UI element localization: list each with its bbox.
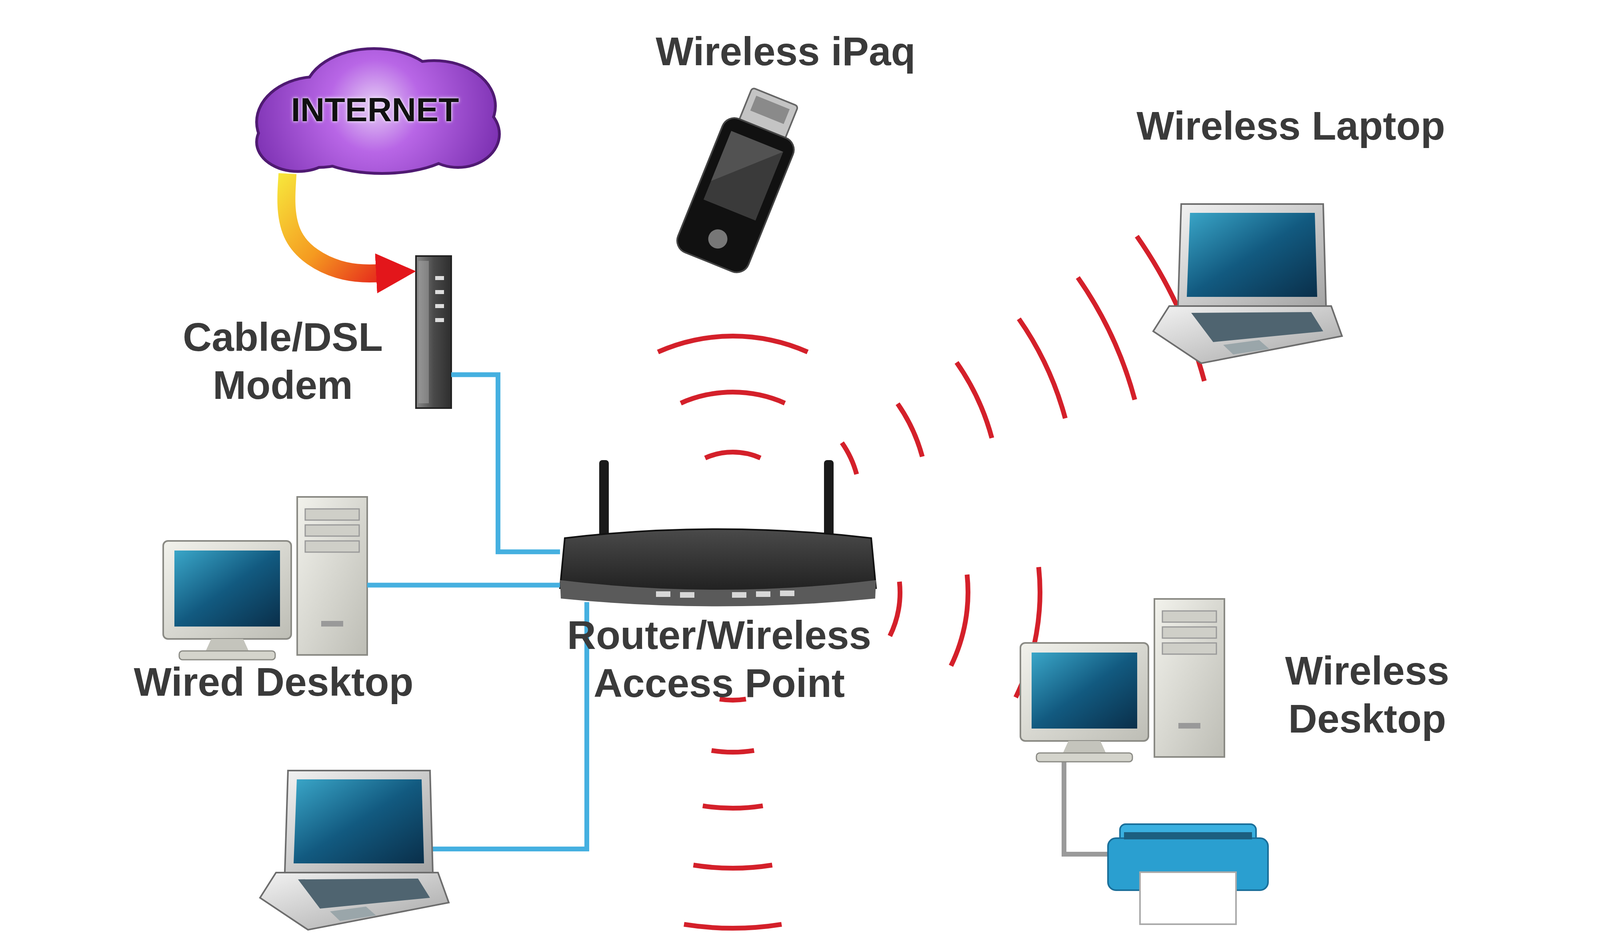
signal-wave	[1016, 317, 1068, 419]
signal-wave	[948, 574, 971, 667]
router-device	[560, 460, 876, 607]
modem-led	[435, 318, 444, 322]
pda-screen	[703, 130, 784, 221]
pda-node: Wireless iPaq	[692, 96, 796, 272]
internet-cloud: INTERNET	[250, 46, 500, 174]
router-led	[732, 592, 747, 598]
modem-led	[435, 290, 444, 294]
laptop-node: Wireless Laptop	[1153, 204, 1342, 364]
ethernet-cable	[451, 374, 560, 552]
modem-device	[416, 256, 452, 408]
router-front	[560, 580, 876, 607]
signal-wave	[702, 803, 764, 811]
desktop-node: Wireless Desktop	[1020, 594, 1241, 762]
ethernet-cable	[367, 582, 560, 588]
pda-button	[705, 226, 730, 252]
device-label: Wireless Desktop	[1263, 646, 1472, 743]
wired-laptop	[260, 770, 449, 930]
device-label: Wireless Laptop	[1090, 101, 1491, 150]
printer-cable	[1064, 760, 1109, 854]
printer-slot	[1124, 832, 1252, 840]
device-label: Router/Wireless Access Point	[539, 610, 900, 707]
router-led	[756, 591, 771, 597]
signal-wave	[679, 389, 786, 406]
signal-wave	[840, 441, 859, 475]
pda-device	[673, 82, 811, 277]
modem-face	[418, 260, 429, 404]
signal-wave	[683, 921, 782, 931]
pda-card-face	[750, 95, 790, 124]
modem-led	[435, 276, 444, 280]
signal-wave	[887, 581, 903, 637]
device-label: Wired Desktop	[73, 657, 474, 706]
signal-wave	[704, 449, 762, 460]
desktop-node: Wired Desktop	[163, 498, 368, 658]
signal-wave	[711, 748, 755, 755]
modem-node: Cable/DSL Modem	[416, 256, 452, 408]
router-led	[780, 590, 795, 596]
modem-body	[416, 256, 452, 408]
router-led	[680, 592, 695, 598]
pda-glare	[711, 130, 784, 202]
signal-wave	[656, 333, 809, 354]
printer-device	[1108, 824, 1268, 924]
internet-arrow	[286, 173, 388, 274]
signal-wave	[1076, 276, 1138, 400]
wireless-laptop	[1153, 204, 1342, 364]
device-label: Wireless iPaq	[625, 27, 946, 76]
printer-paper	[1140, 872, 1236, 924]
router-led	[656, 591, 671, 597]
signal-wave	[954, 360, 995, 439]
signal-wave	[693, 862, 773, 871]
modem-led	[435, 304, 444, 308]
ethernet-cable	[430, 602, 587, 849]
device-label: Cable/DSL Modem	[162, 312, 403, 409]
wireless-desktop	[1020, 598, 1225, 762]
wired-desktop	[163, 496, 368, 660]
router-node: Router/Wireless Access Point	[560, 528, 876, 602]
pda-body	[673, 114, 798, 276]
cloud-label: INTERNET	[250, 46, 500, 174]
signal-wave	[895, 402, 925, 458]
